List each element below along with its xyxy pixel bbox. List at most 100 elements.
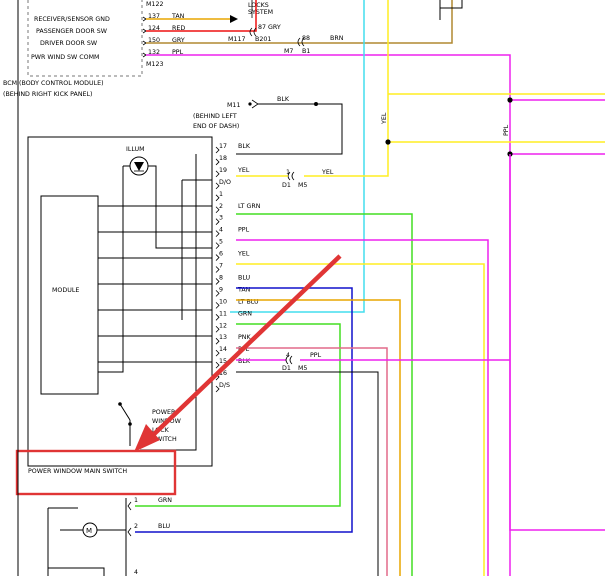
bcm-row-color-4: PPL xyxy=(172,49,184,56)
motor-pin2-chevron xyxy=(127,527,132,537)
bcm-subtitle: (BEHIND RIGHT KICK PANEL) xyxy=(3,91,92,98)
module-wires xyxy=(98,205,212,363)
pin-chevron xyxy=(215,361,220,369)
pin-wire-color: YEL xyxy=(237,167,250,174)
ground-wire-color: BLK xyxy=(277,96,290,103)
pin-chevron xyxy=(215,302,220,309)
bcm-row-pin-3: 150 xyxy=(148,37,160,44)
pin-chevron xyxy=(215,218,220,225)
brn-label: BRN xyxy=(330,35,344,42)
motor-pin4: 4 xyxy=(134,569,138,576)
pin-wire-color: GRN xyxy=(238,310,252,317)
top-right-frame xyxy=(440,0,463,9)
pin-number: 16 xyxy=(219,370,227,377)
pin-wire-color: LT GRN xyxy=(238,203,261,210)
module-label: MODULE xyxy=(52,287,79,294)
pin-wire-color: BLU xyxy=(238,274,251,281)
ppl-inline-mate: M5 xyxy=(298,365,307,372)
illum-label: ILLUM xyxy=(126,146,145,153)
yel-junction xyxy=(385,139,391,145)
pin-wire-color: PNK xyxy=(238,334,252,341)
pin-wire-color: BLK xyxy=(238,143,251,150)
motor-pin1: 1 xyxy=(134,497,138,504)
ppl-inline-wire: PPL xyxy=(310,352,322,359)
bcm-bottom-connector: M123 xyxy=(146,61,163,68)
pin-number: 11 xyxy=(219,310,227,317)
ppl-vertical-label: PPL xyxy=(503,124,510,136)
motor-symbol: M xyxy=(86,527,92,535)
lock-switch-dot-1 xyxy=(118,402,122,406)
bcm-pin-chevrons xyxy=(142,16,147,58)
bcm-row-pin-1: 137 xyxy=(148,13,160,20)
motor-section: M 1 GRN 2 BLU 4 xyxy=(47,497,172,576)
pin-number: 4 xyxy=(219,227,223,234)
bcm-outline xyxy=(27,0,143,77)
pin-number: 7 xyxy=(219,263,223,270)
gry-label: GRY xyxy=(268,24,281,31)
pin-number: 3 xyxy=(219,215,223,222)
bcm-row-color-1: TAN xyxy=(171,13,185,20)
pin-number: 19 xyxy=(219,167,227,174)
wire-brn-bcm xyxy=(146,0,453,44)
ground-location-1: (BEHIND LEFT xyxy=(193,113,237,120)
callout-arrow xyxy=(148,254,342,440)
pin-number: 10 xyxy=(219,298,227,305)
motor-pin2: 2 xyxy=(134,523,138,530)
wire-blk-ground xyxy=(236,103,343,155)
pin-chevron xyxy=(215,254,220,261)
ground-connector: M11 xyxy=(227,102,240,109)
bcm-row-pin-2: 124 xyxy=(148,25,160,32)
yel-inline-conn: D1 xyxy=(282,182,291,189)
connector-d1-ppl xyxy=(285,355,293,365)
callout-box xyxy=(15,449,177,496)
pin-number: 8 xyxy=(219,274,223,281)
pin-chevron xyxy=(215,170,220,178)
m117-label: M117 xyxy=(228,36,245,43)
illum-diode-icon xyxy=(134,162,144,171)
wire-red-bcm xyxy=(146,0,257,32)
main-switch-block: MODULE ILLUM POWER WINDOW LOCK SWITCH xyxy=(27,136,213,467)
yel-internal xyxy=(181,179,212,320)
wire-tan xyxy=(236,299,401,576)
pin-number: 17 xyxy=(219,143,227,150)
ground-block: M11 BLK (BEHIND LEFT END OF DASH) xyxy=(193,96,343,155)
pin-chevron xyxy=(215,325,220,333)
wire-blu xyxy=(135,287,353,533)
motor-box-left xyxy=(47,507,78,576)
pin-chevron xyxy=(215,290,220,297)
b1-label: B1 xyxy=(302,48,310,55)
connector-87 xyxy=(249,27,257,37)
ground-chevron xyxy=(251,99,259,109)
pin-number: 5 xyxy=(219,239,223,246)
tan-arrow xyxy=(230,15,238,23)
pin-number: 9 xyxy=(219,286,223,293)
module-box xyxy=(40,195,99,395)
pin-chevron xyxy=(215,349,220,357)
pin-chevron xyxy=(215,242,220,249)
system-label: SYSTEM xyxy=(248,9,273,16)
connector-88 xyxy=(297,37,305,47)
pin-number: D/O xyxy=(219,179,231,186)
pin-chevron xyxy=(215,158,220,166)
bcm-row-pin-4: 132 xyxy=(148,49,160,56)
callout-arrowhead xyxy=(134,424,160,452)
motor-pin1-color: GRN xyxy=(158,497,172,504)
wire-grn xyxy=(135,323,341,507)
ppl-inline-conn: D1 xyxy=(282,365,291,372)
lock-switch-label-4: SWITCH xyxy=(152,436,177,443)
callout-label: POWER WINDOW MAIN SWITCH xyxy=(28,468,127,475)
pin-chevron xyxy=(215,337,220,345)
yel-inline-mate: M5 xyxy=(298,182,307,189)
bcm-row-color-3: GRY xyxy=(172,37,185,44)
pin-number: 12 xyxy=(219,322,227,329)
pin-number: 14 xyxy=(219,346,227,353)
bcm-title: BCM (BODY CONTROL MODULE) xyxy=(3,80,104,87)
pin-chevron xyxy=(215,385,220,393)
bcm-block: M122 RECEIVER/SENSOR GND 137 TAN PASSENG… xyxy=(3,0,185,98)
pin-wire-color: PPL xyxy=(238,227,250,234)
pin-wire-color: BLK xyxy=(238,358,251,365)
pin-chevron xyxy=(215,266,220,273)
lower-box xyxy=(48,567,105,576)
